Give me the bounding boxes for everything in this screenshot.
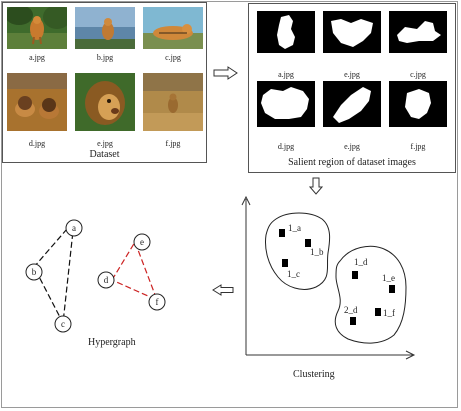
salient-mask-f bbox=[389, 81, 447, 127]
right-arrow-icon bbox=[213, 66, 238, 80]
dataset-label-d: d.jpg bbox=[28, 139, 46, 148]
cluster-1-boundary bbox=[265, 212, 331, 290]
dataset-panel: a.jpg b.jpg c.jpg d.jpg e.jp bbox=[2, 2, 207, 163]
node-label-b: b bbox=[32, 267, 37, 277]
node-e: e bbox=[133, 233, 151, 251]
point-1c bbox=[282, 259, 288, 267]
salient-panel: a.jpg e.jpg c.jpg d.jpg e.jpg f.jpg Sali… bbox=[248, 3, 456, 173]
x-axis-arrowhead bbox=[405, 350, 416, 360]
salient-label-c: c.jpg bbox=[410, 70, 426, 79]
point-2d bbox=[350, 317, 356, 325]
clustering-plot: 1_a 1_b 1_c 1_d 1_e 2_d 1_f bbox=[241, 195, 416, 360]
point-label-1f: 1_f bbox=[383, 308, 395, 318]
dataset-image-c bbox=[143, 7, 203, 49]
salient-label-e1: e.jpg bbox=[344, 70, 360, 79]
cluster-2-boundary bbox=[334, 245, 407, 344]
salient-mask-e2 bbox=[323, 81, 381, 127]
point-1a bbox=[279, 229, 285, 237]
node-label-f: f bbox=[156, 297, 159, 307]
node-label-e: e bbox=[140, 237, 144, 247]
left-arrow-icon bbox=[212, 284, 234, 296]
node-label-a: a bbox=[72, 223, 76, 233]
salient-mask-e1 bbox=[323, 11, 381, 53]
salient-label-a: a.jpg bbox=[278, 70, 294, 79]
node-b: b bbox=[25, 263, 43, 281]
dataset-image-a bbox=[7, 7, 67, 49]
hyperedge-def bbox=[111, 240, 159, 302]
node-label-c: c bbox=[61, 319, 65, 329]
hypergraph: a b c d e f bbox=[25, 219, 166, 333]
point-label-1c: 1_c bbox=[287, 269, 300, 279]
node-f: f bbox=[148, 293, 166, 311]
point-label-1a: 1_a bbox=[288, 223, 301, 233]
dataset-image-f bbox=[143, 73, 203, 131]
salient-mask-d bbox=[257, 81, 315, 127]
clustering-title: Clustering bbox=[293, 369, 335, 380]
salient-title: Salient region of dataset images bbox=[288, 157, 416, 168]
point-label-1b: 1_b bbox=[310, 247, 324, 257]
point-label-1d: 1_d bbox=[354, 257, 368, 267]
salient-label-d: d.jpg bbox=[277, 142, 295, 151]
point-label-2d: 2_d bbox=[344, 305, 358, 315]
point-1f bbox=[375, 308, 381, 316]
node-a: a bbox=[65, 219, 83, 237]
salient-mask-c bbox=[389, 11, 447, 53]
point-1e bbox=[389, 285, 395, 293]
point-1d bbox=[352, 271, 358, 279]
point-1b bbox=[305, 239, 311, 247]
dataset-label-f: f.jpg bbox=[165, 139, 181, 148]
node-d: d bbox=[97, 271, 115, 289]
salient-label-e2: e.jpg bbox=[344, 142, 360, 151]
dataset-label-c: c.jpg bbox=[165, 53, 181, 62]
dataset-image-b bbox=[75, 7, 135, 49]
dataset-title: Dataset bbox=[89, 149, 120, 160]
node-c: c bbox=[54, 315, 72, 333]
point-label-1e: 1_e bbox=[382, 273, 395, 283]
down-arrow-icon bbox=[309, 177, 323, 195]
dataset-label-b: b.jpg bbox=[96, 53, 114, 62]
dataset-label-e: e.jpg bbox=[97, 139, 113, 148]
dataset-label-a: a.jpg bbox=[29, 53, 45, 62]
hypergraph-title: Hypergraph bbox=[88, 337, 136, 348]
node-label-d: d bbox=[104, 275, 109, 285]
salient-label-f: f.jpg bbox=[410, 142, 426, 151]
dataset-image-e bbox=[75, 73, 135, 131]
hyperedge-abc bbox=[33, 228, 74, 326]
y-axis-arrowhead bbox=[241, 195, 251, 206]
dataset-image-d bbox=[7, 73, 67, 131]
salient-mask-a bbox=[257, 11, 315, 53]
